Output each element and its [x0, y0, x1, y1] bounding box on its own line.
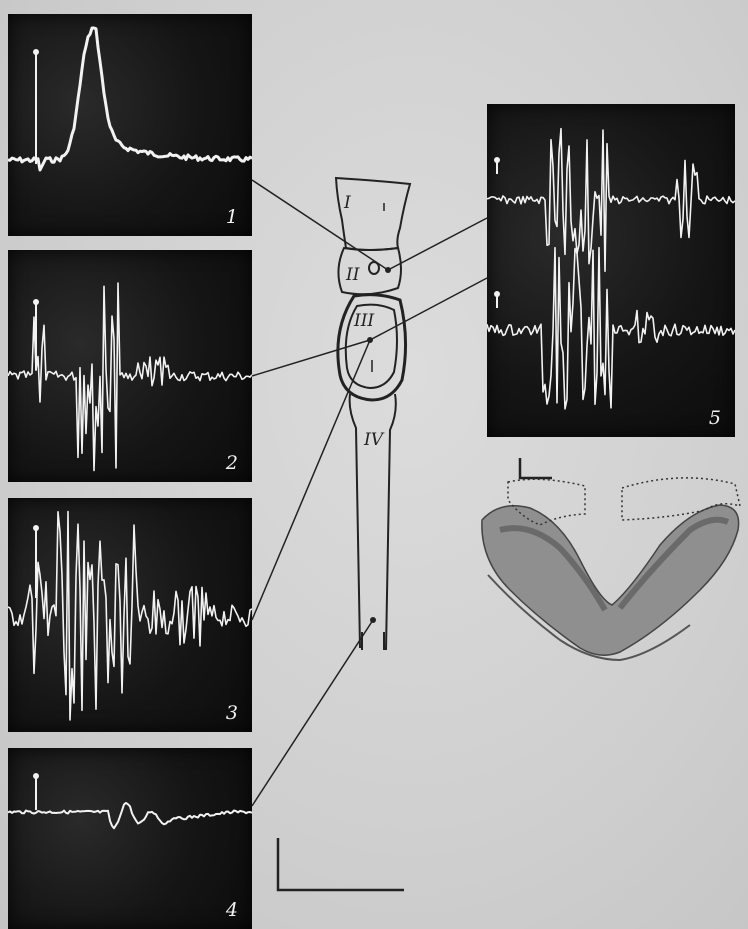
leader-line-2: [252, 340, 370, 376]
leader-line-1: [252, 180, 388, 270]
leader-line-3: [252, 340, 370, 620]
leader-line-5a: [388, 218, 487, 270]
segment-label-II: II: [345, 265, 360, 285]
segment-label-IV: IV: [363, 430, 385, 450]
leader-line-4: [252, 620, 373, 806]
scale-bar-small: [520, 458, 552, 478]
segment-I-outline: [336, 178, 410, 250]
segment-label-I: I: [343, 193, 351, 213]
scale-bar-large: [278, 838, 404, 890]
leader-line-5b: [370, 278, 487, 340]
segment-label-III: III: [353, 311, 374, 331]
